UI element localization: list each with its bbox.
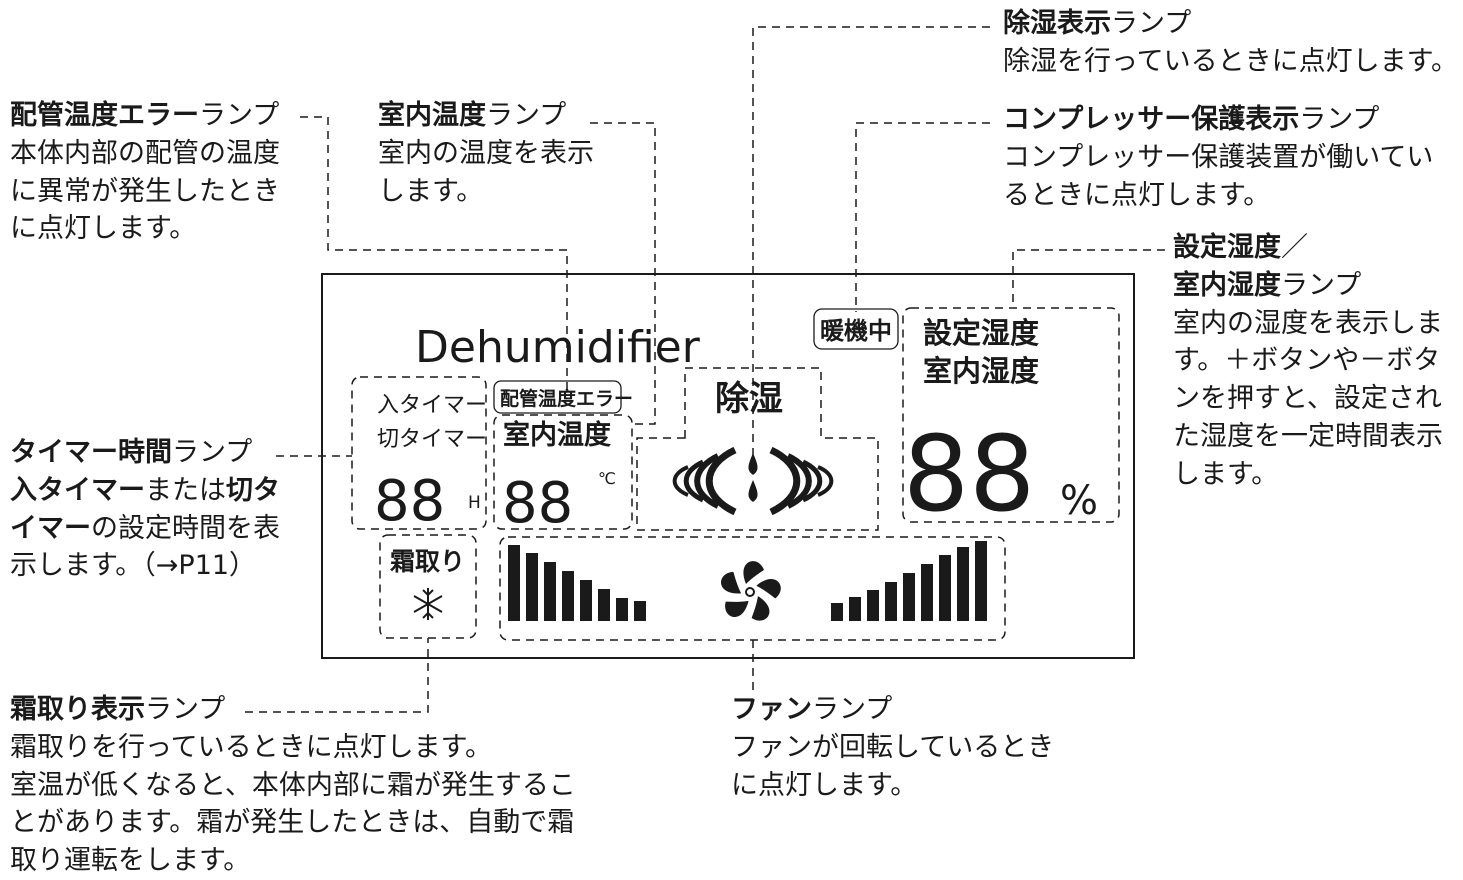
humidity-unit: % bbox=[1060, 478, 1098, 524]
droplet-icon bbox=[748, 453, 758, 502]
dehumid-body-1: 除湿を行っているときに点灯します。 bbox=[1003, 45, 1458, 77]
timer-l3-t: の設定時間を表 bbox=[91, 512, 280, 544]
room-temp-body-2: します。 bbox=[378, 175, 484, 207]
dehumid-label: 除湿 bbox=[715, 379, 783, 419]
fan-icon bbox=[721, 561, 781, 621]
timer-off-label: 切タイマー bbox=[377, 427, 487, 452]
humidity-title-2: 室内湿度 bbox=[1173, 269, 1281, 301]
dehumid-title: 除湿表示 bbox=[1003, 8, 1111, 39]
brand-label: Dehumidifier bbox=[415, 322, 701, 373]
pipe-error-body-1: 本体内部の配管の温度 bbox=[10, 137, 280, 169]
compressor-suffix: ランプ bbox=[1299, 104, 1380, 135]
timer-unit: H bbox=[468, 493, 481, 513]
leader-compressor bbox=[855, 122, 990, 312]
timer-l2-b1: 入タイマー bbox=[10, 474, 145, 506]
fan-box bbox=[499, 536, 1006, 641]
timer-l3-b: イマー bbox=[10, 512, 91, 544]
timer-box bbox=[351, 376, 487, 530]
fan-suffix: ランプ bbox=[812, 694, 893, 725]
annotation-dehumid: 除湿表示ランプ 除湿を行っているときに点灯します。 bbox=[1003, 5, 1458, 81]
room-humidity-label: 室内湿度 bbox=[923, 354, 1039, 388]
annotation-room-temp: 室内温度ランプ 室内の温度を表示 します。 bbox=[378, 97, 594, 210]
humidity-title-1: 設定湿度 bbox=[1173, 232, 1281, 263]
pipe-error-suffix: ランプ bbox=[199, 100, 280, 131]
snowflake-icon bbox=[413, 588, 443, 620]
warming-frame bbox=[813, 308, 899, 350]
humidity-sep: ／ bbox=[1281, 232, 1308, 263]
pipe-error-body-2: に異常が発生したとき bbox=[10, 175, 280, 207]
humidity-body-2: す。＋ボタンや－ボタ bbox=[1173, 345, 1441, 377]
annotation-compressor: コンプレッサー保護表示ランプ コンプレッサー保護装置が働いてい るときに点灯しま… bbox=[1003, 101, 1433, 214]
humidity-suffix: ランプ bbox=[1281, 269, 1362, 301]
timer-digits: 88 bbox=[374, 469, 445, 534]
compressor-title: コンプレッサー保護表示 bbox=[1003, 104, 1300, 135]
annotation-fan: ファンランプ ファンが回転しているとき に点灯します。 bbox=[731, 691, 1054, 804]
room-temp-box bbox=[493, 414, 633, 530]
room-temp-title: 室内温度 bbox=[378, 100, 486, 131]
timer-l2-t1: または bbox=[145, 474, 226, 506]
leader-pipe-error bbox=[300, 116, 568, 392]
temp-digits: 88 bbox=[502, 471, 573, 536]
set-humidity-label: 設定湿度 bbox=[923, 316, 1039, 350]
fan-title: ファン bbox=[731, 694, 812, 725]
pipe-error-frame bbox=[493, 380, 622, 414]
room-temp-suffix: ランプ bbox=[486, 100, 567, 131]
defrost-suffix: ランプ bbox=[145, 694, 226, 725]
pipe-error-title: 配管温度エラー bbox=[10, 100, 199, 131]
annotation-timer: タイマー時間ランプ 入タイマーまたは切タ イマーの設定時間を表 示します。（→P… bbox=[10, 434, 280, 585]
fan-body-1: ファンが回転しているとき bbox=[731, 731, 1055, 763]
leader-defrost bbox=[245, 638, 429, 713]
dehumid-box bbox=[636, 367, 879, 531]
defrost-body-4: 取り運転をします。 bbox=[10, 845, 251, 877]
defrost-body-1: 霜取りを行っているときに点灯します。 bbox=[10, 731, 492, 763]
humidity-body-5: します。 bbox=[1173, 458, 1279, 490]
leader-dehumid bbox=[752, 26, 990, 470]
fan-bars-right bbox=[831, 541, 987, 621]
warming-label: 暖機中 bbox=[820, 317, 892, 345]
fan-bars-left bbox=[508, 545, 646, 621]
temp-unit: ℃ bbox=[598, 469, 616, 488]
humidity-body-3: ンを押すと、設定され bbox=[1173, 383, 1442, 415]
dehumid-wave-icon bbox=[672, 446, 834, 516]
compressor-body-2: るときに点灯します。 bbox=[1003, 179, 1271, 211]
timer-l4: 示します。（→P11） bbox=[10, 550, 257, 582]
fan-body-2: に点灯します。 bbox=[731, 769, 918, 801]
defrost-box bbox=[379, 534, 477, 639]
defrost-label: 霜取り bbox=[390, 547, 465, 576]
timer-title: タイマー時間 bbox=[10, 437, 172, 468]
room-temp-body-1: 室内の温度を表示 bbox=[378, 137, 594, 169]
dehumid-suffix: ランプ bbox=[1111, 8, 1192, 39]
defrost-body-2: 室温が低くなると、本体内部に霜が発生するこ bbox=[10, 769, 576, 801]
timer-on-label: 入タイマー bbox=[377, 393, 487, 418]
pipe-error-body-3: に点灯します。 bbox=[10, 213, 197, 245]
humidity-body-4: た湿度を一定時間表示 bbox=[1173, 420, 1443, 452]
panel-frame bbox=[321, 273, 1135, 659]
annotation-humidity: 設定湿度／ 室内湿度ランプ 室内の湿度を表示しま す。＋ボタンや－ボタ ンを押す… bbox=[1173, 229, 1443, 494]
annotation-pipe-error: 配管温度エラーランプ 本体内部の配管の温度 に異常が発生したとき に点灯します。 bbox=[10, 97, 280, 248]
defrost-title: 霜取り表示 bbox=[10, 694, 145, 725]
timer-l2-b2: 切タ bbox=[226, 474, 280, 506]
compressor-body-1: コンプレッサー保護装置が働いてい bbox=[1003, 141, 1434, 173]
defrost-body-3: とがあります。霜が発生したときは、自動で霜 bbox=[10, 807, 575, 839]
room-temp-label: 室内温度 bbox=[503, 419, 611, 451]
humidity-body-1: 室内の湿度を表示しま bbox=[1173, 307, 1443, 339]
timer-suffix: ランプ bbox=[172, 437, 253, 468]
humidity-box bbox=[902, 307, 1120, 523]
annotation-defrost: 霜取り表示ランプ 霜取りを行っているときに点灯します。 室温が低くなると、本体内… bbox=[10, 691, 576, 880]
pipe-error-label: 配管温度エラー bbox=[500, 387, 633, 410]
humidity-digits: 88 bbox=[903, 413, 1035, 535]
